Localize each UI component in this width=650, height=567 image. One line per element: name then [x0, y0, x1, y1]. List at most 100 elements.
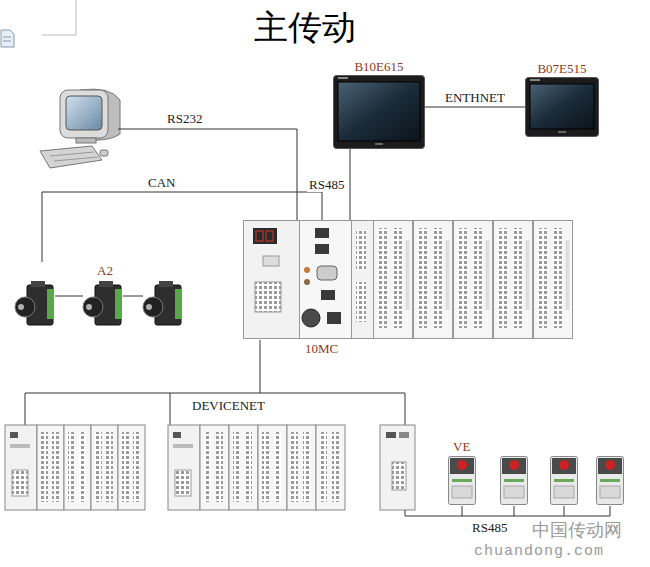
plc-picture-part: [356, 230, 366, 270]
plc-picture-part: [499, 228, 508, 328]
servos-picture: [12, 279, 187, 329]
node-heading-block: 10MC: [243, 340, 573, 357]
drives-picture-part: [559, 460, 569, 470]
remote-io-rack-part: [332, 432, 339, 502]
drives-picture-part: [457, 460, 467, 470]
hmi-picture-part: [526, 78, 599, 137]
remote-io-rack-part: [204, 432, 211, 502]
node-heading-block: B10E615: [333, 58, 425, 75]
interface-label: ENTHNET: [443, 90, 507, 105]
plc-picture-part: [255, 282, 281, 312]
remote-io-rack-part: [287, 425, 316, 510]
document-icon-part: [3, 37, 11, 38]
drives-picture-part: [449, 457, 476, 505]
plc-picture-part: [374, 221, 413, 339]
remote-io-rack-part: [37, 425, 64, 510]
remote-io-rack-part: [233, 432, 240, 502]
plc-picture-part: [454, 221, 493, 339]
node-heading-line: B10E615: [333, 58, 425, 75]
servos-picture-part: [99, 281, 113, 287]
plc-picture-part: [317, 266, 337, 280]
drives-picture-part: [600, 479, 620, 482]
plc-picture-part: [266, 231, 273, 241]
node-heading-block: B07E515: [525, 60, 599, 77]
remote-io-rack-part: [274, 432, 281, 502]
hmi-panel: B10E615: [333, 58, 425, 149]
remote-io-rack-part: [64, 425, 91, 510]
gateway-module-part: [399, 432, 409, 438]
drives-picture-part: [598, 458, 622, 474]
rs485-wire-part: [405, 510, 610, 516]
remote-io-rack-part: [118, 425, 145, 510]
diagram-title: 主传动: [200, 8, 410, 48]
devicenet-bus-part: [25, 393, 405, 425]
network-cable: [425, 107, 525, 108]
computer-icon-part: [50, 152, 94, 156]
servos-picture-part: [15, 297, 35, 317]
watermark: chuandong.com: [472, 543, 606, 561]
drives-picture-part: [452, 486, 472, 498]
servos-picture-part: [31, 281, 45, 287]
remote-io-rack-part: [12, 470, 28, 496]
rs232-wire: [118, 129, 297, 220]
remote-io-rack-part: [79, 432, 86, 502]
computer-icon-part: [76, 138, 96, 143]
bus-label: DEVICENET: [190, 398, 267, 413]
rs485-wire: [405, 506, 610, 516]
plc-picture-part: [414, 221, 453, 339]
plc-picture-part: [419, 228, 428, 328]
plc-picture-part: [327, 312, 341, 324]
plc-picture-part: [300, 221, 352, 339]
remote-io-rack-part: [262, 432, 269, 502]
rs485-wire-part: [610, 506, 611, 516]
plc-picture-part: [514, 228, 523, 328]
remote-io-rack-part: [122, 432, 129, 502]
hmi-picture: [525, 77, 599, 137]
plc-picture-part: [406, 240, 410, 310]
rs485-wire-part: [462, 506, 463, 516]
drives-picture-part: [504, 486, 524, 498]
device-name: B07E515: [537, 61, 586, 76]
page-corner-part: [42, 0, 76, 35]
servos-picture-part: [115, 289, 121, 319]
hmi-picture-part: [558, 131, 566, 133]
drives-picture-part: [509, 460, 519, 470]
remote-io-rack: [168, 425, 345, 510]
plc-picture-part: [566, 240, 570, 310]
hmi-panel: B07E515: [525, 60, 599, 137]
computer-icon-part: [40, 146, 102, 168]
remote-io-rack: [5, 425, 145, 510]
plc-picture-part: [526, 240, 530, 310]
document-icon-part: [1, 30, 14, 47]
computer-icon-part: [100, 150, 108, 156]
servos-picture-part: [18, 304, 24, 310]
remote-io-rack-part: [229, 425, 258, 510]
drives-picture-part: [504, 479, 524, 482]
servos-picture-part: [159, 281, 173, 287]
devicenet-bus: [25, 340, 405, 425]
drives-picture-part: [450, 458, 474, 474]
computer-icon-part: [54, 157, 98, 161]
rs485-wire-part: [514, 506, 515, 516]
drives-picture-part: [501, 457, 528, 505]
hmi-picture-part: [530, 84, 594, 129]
servos-picture-part: [55, 296, 83, 297]
hmi-picture-part: [375, 143, 383, 145]
plc-picture-part: [474, 228, 483, 328]
node-heading-line: VE: [445, 438, 627, 455]
remote-io-rack-part: [175, 470, 191, 496]
interface-label: RS485: [307, 177, 346, 192]
plc-picture-part: [394, 228, 403, 328]
interface-label: RS232: [165, 111, 204, 126]
document-icon: [1, 30, 14, 47]
plc-controller: 10MC: [243, 220, 573, 357]
drives-picture-part: [605, 460, 615, 470]
drives-picture-part: [600, 486, 620, 498]
device-name: 10MC: [305, 341, 338, 356]
remote-io-rack-part: [41, 432, 48, 502]
device-name: A2: [97, 263, 113, 278]
drives-picture-part: [502, 458, 526, 474]
plc-picture-part: [352, 221, 374, 339]
remote-io-rack-part: [10, 432, 18, 438]
